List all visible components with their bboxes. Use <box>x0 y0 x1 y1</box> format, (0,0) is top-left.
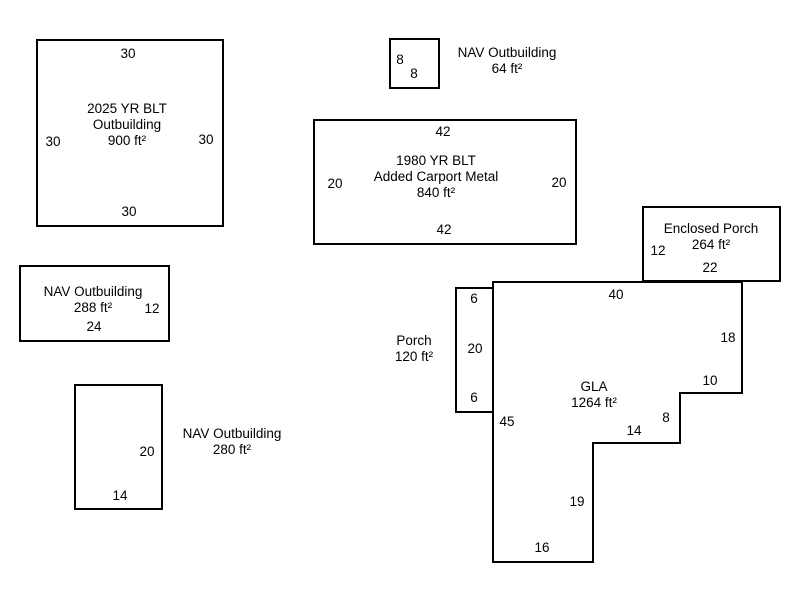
enclosed-porch-shape <box>642 206 781 282</box>
dimension-left: 30 <box>45 134 61 149</box>
nav-outbuilding-64-label: NAV Outbuilding 64 ft² <box>458 45 557 77</box>
dimension-bottom: 6 <box>470 390 478 405</box>
nav-outbuilding-288-label: NAV Outbuilding 288 ft² <box>44 284 143 316</box>
outbuilding-2025-shape <box>36 39 224 227</box>
label-line: Porch <box>396 333 432 348</box>
dimension-right: 20 <box>139 444 155 459</box>
dimension-step1-vertical: 8 <box>662 410 670 425</box>
dimension-left: 45 <box>499 414 515 429</box>
dimension-bottom: 30 <box>121 204 137 219</box>
dimension-top: 6 <box>470 291 478 306</box>
label-line: 64 ft² <box>491 61 523 76</box>
carport-shape <box>313 119 577 245</box>
dimension-left: 12 <box>650 243 666 258</box>
dimension-step2-vertical: 19 <box>569 494 585 509</box>
dimension-top: 30 <box>120 46 136 61</box>
label-line: NAV Outbuilding <box>182 426 282 441</box>
nav-outbuilding-280-shape <box>74 384 163 510</box>
dimension-step2-horizontal: 14 <box>626 423 642 438</box>
label-line: 280 ft² <box>212 442 252 457</box>
label-line: GLA <box>580 379 608 394</box>
label-line: 840 ft² <box>416 185 456 200</box>
label-line: 264 ft² <box>691 237 731 252</box>
nav-outbuilding-280-label: NAV Outbuilding 280 ft² <box>183 426 282 458</box>
dimension-bottom: 16 <box>534 540 550 555</box>
outbuilding-2025-label: 2025 YR BLT Outbuilding 900 ft² <box>87 101 167 149</box>
label-line: 1980 YR BLT <box>396 153 476 168</box>
label-line: 288 ft² <box>73 300 113 315</box>
nav-outbuilding-64-shape <box>389 38 440 89</box>
label-line: NAV Outbuilding <box>43 284 143 299</box>
label-line: 2025 YR BLT <box>87 101 167 116</box>
dimension-left: 20 <box>327 176 343 191</box>
dimension-top: 42 <box>435 124 451 139</box>
dimension-bottom: 14 <box>112 488 128 503</box>
label-line: NAV Outbuilding <box>457 45 557 60</box>
dimension-right: 30 <box>198 132 214 147</box>
dimension-bottom: 24 <box>86 319 102 334</box>
dimension-right: 12 <box>144 301 160 316</box>
dimension-left: 8 <box>396 52 404 67</box>
label-line: Added Carport Metal <box>373 169 499 184</box>
dimension-right: 20 <box>551 175 567 190</box>
label-line: 1264 ft² <box>571 395 617 410</box>
dimension-right-upper: 18 <box>720 330 736 345</box>
porch-label: Porch 120 ft² <box>395 333 433 365</box>
gla-shape <box>492 281 743 563</box>
dimension-top: 40 <box>608 287 624 302</box>
dimension-bottom: 22 <box>702 260 718 275</box>
label-line: 120 ft² <box>394 349 434 364</box>
dimension-bottom: 8 <box>410 66 418 81</box>
label-line: Outbuilding <box>92 117 162 132</box>
dimension-middle: 20 <box>467 341 483 356</box>
dimension-bottom: 42 <box>436 222 452 237</box>
nav-outbuilding-288-shape <box>19 265 170 342</box>
dimension-step1-horizontal: 10 <box>702 373 718 388</box>
enclosed-porch-label: Enclosed Porch 264 ft² <box>664 221 759 253</box>
label-line: Enclosed Porch <box>663 221 759 236</box>
carport-label: 1980 YR BLT Added Carport Metal 840 ft² <box>374 153 499 201</box>
label-line: 900 ft² <box>107 133 147 148</box>
porch-shape <box>455 287 494 413</box>
gla-label: GLA 1264 ft² <box>571 379 617 411</box>
